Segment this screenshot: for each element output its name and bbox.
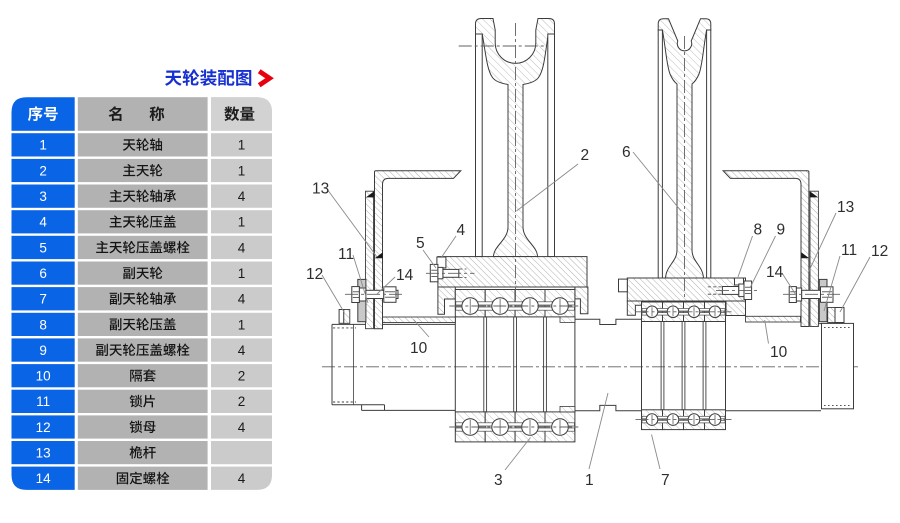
svg-text:2: 2 [581, 147, 590, 164]
svg-text:1: 1 [238, 215, 246, 230]
svg-text:1: 1 [238, 163, 246, 178]
svg-text:7: 7 [661, 472, 670, 489]
svg-text:4: 4 [238, 420, 246, 435]
svg-text:14: 14 [766, 264, 784, 281]
svg-text:4: 4 [238, 343, 246, 358]
svg-text:4: 4 [39, 215, 47, 230]
svg-text:6: 6 [39, 266, 47, 281]
svg-text:10: 10 [410, 340, 428, 357]
svg-text:11: 11 [338, 246, 354, 263]
svg-text:1: 1 [238, 138, 246, 153]
svg-text:1: 1 [238, 266, 246, 281]
svg-text:12: 12 [306, 266, 323, 283]
svg-text:9: 9 [777, 222, 786, 239]
svg-text:2: 2 [39, 163, 47, 178]
svg-text:1: 1 [585, 472, 594, 489]
svg-text:5: 5 [416, 235, 425, 252]
svg-text:12: 12 [36, 420, 51, 435]
svg-text:13: 13 [312, 181, 329, 198]
svg-text:6: 6 [622, 144, 631, 161]
svg-text:4: 4 [238, 189, 246, 204]
svg-text:1: 1 [238, 317, 246, 332]
svg-text:14: 14 [36, 471, 52, 486]
svg-text:2: 2 [238, 394, 246, 409]
svg-text:3: 3 [494, 472, 503, 489]
svg-text:10: 10 [36, 369, 51, 384]
svg-text:14: 14 [396, 267, 414, 284]
svg-text:8: 8 [754, 222, 763, 239]
svg-text:8: 8 [39, 317, 47, 332]
svg-text:4: 4 [457, 222, 466, 239]
svg-text:4: 4 [238, 292, 246, 307]
svg-text:9: 9 [39, 343, 47, 358]
svg-text:1: 1 [39, 138, 47, 153]
svg-text:5: 5 [39, 240, 47, 255]
svg-text:13: 13 [36, 446, 51, 461]
svg-text:13: 13 [837, 199, 854, 216]
svg-text:3: 3 [39, 189, 47, 204]
svg-text:12: 12 [871, 243, 888, 260]
svg-text:4: 4 [238, 240, 246, 255]
svg-text:4: 4 [238, 471, 246, 486]
svg-text:10: 10 [770, 344, 788, 361]
svg-text:2: 2 [238, 369, 246, 384]
svg-text:11: 11 [841, 242, 857, 259]
svg-text:11: 11 [36, 394, 50, 409]
svg-text:7: 7 [39, 292, 47, 307]
